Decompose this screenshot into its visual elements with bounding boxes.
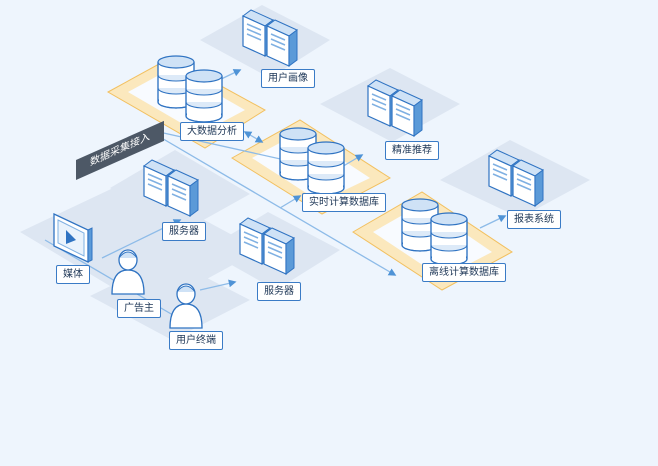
server-a-label: 服务器 [162, 222, 206, 241]
recommendation-label: 精准推荐 [385, 141, 439, 160]
ingest-to-offline-line [147, 129, 397, 276]
offline-db-icon-cylinder-1 [401, 198, 439, 252]
user-profile-label: 用户画像 [261, 69, 315, 88]
big-data-db-icon-cylinder-2 [185, 69, 223, 123]
offline-db-label: 离线计算数据库 [422, 263, 506, 282]
serverb-to-realtime-arrow [279, 195, 302, 209]
offline-to-report-arrow [479, 215, 507, 229]
bigdata-realtime-arrow [243, 131, 264, 143]
advertiser-person-icon [111, 249, 145, 295]
server-a-icon-unit-2 [167, 169, 199, 217]
recommend-servers-icon-unit-2 [391, 89, 423, 137]
report-servers-icon-unit-2 [512, 159, 544, 207]
icons-layer [53, 9, 544, 329]
media-label: 媒体 [56, 265, 90, 284]
monitor-icon [53, 212, 93, 264]
user-profile-servers-icon-unit-2 [266, 19, 298, 67]
server-b-icon-unit-2 [263, 227, 295, 275]
advertiser-label: 广告主 [117, 299, 161, 318]
terminal-to-server-arrow [199, 279, 237, 291]
realtime-db-icon-cylinder-2 [307, 141, 345, 195]
user-terminal-label: 用户终端 [169, 331, 223, 350]
realtime-db-label: 实时计算数据库 [302, 193, 386, 212]
big-data-analysis-label: 大数据分析 [180, 122, 244, 141]
offline-db-icon-cylinder-2 [430, 212, 468, 266]
report-system-label: 报表系统 [507, 210, 561, 229]
user-terminal-person-icon [169, 283, 203, 329]
server-b-label: 服务器 [257, 282, 301, 301]
